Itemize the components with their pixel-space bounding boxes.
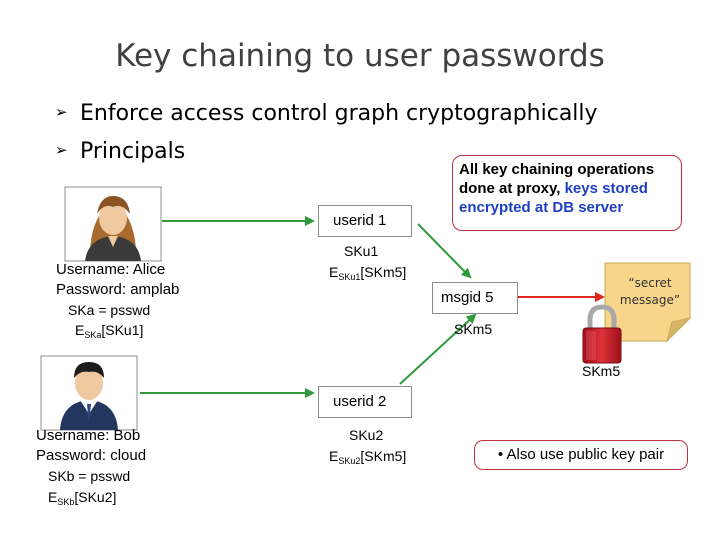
arrow-bullet-icon: ➢ [55, 141, 68, 159]
bob-username: Username: Bob [36, 427, 141, 444]
alice-avatar [64, 186, 162, 262]
public-key-note: • Also use public key pair [474, 440, 688, 470]
user2-encrypted-key: ESKu2[SKm5] [329, 448, 407, 466]
secret-message-text: “secret message” [619, 276, 681, 307]
page-title: Key chaining to user passwords [115, 38, 605, 74]
bob-key: SKb = psswd [48, 468, 131, 484]
alice-username: Username: Alice [56, 261, 166, 278]
callout-highlight: keys stored [564, 180, 648, 197]
user1-key: SKu1 [344, 243, 379, 259]
msg-key: SKm5 [454, 321, 493, 337]
bullet-text: Principals [80, 139, 186, 164]
user1-encrypted-key: ESKu1[SKm5] [329, 264, 407, 282]
msgid-5-node: msgid 5 [432, 282, 518, 314]
callout-line-1: All key chaining operations [459, 161, 655, 178]
bob-encrypted-key: ESKb[SKu2] [48, 489, 117, 507]
arrow-user2-to-msg [399, 313, 477, 385]
bullet-text: Enforce access control graph cryptograph… [80, 101, 598, 126]
userid-1-node: userid 1 [318, 205, 412, 237]
bob-avatar [40, 355, 138, 431]
userid-2-node: userid 2 [318, 386, 412, 418]
bullet-access-control: ➢ Enforce access control graph cryptograp… [55, 101, 598, 126]
alice-password: Password: amplab [56, 281, 180, 298]
lock-icon [582, 304, 622, 364]
arrow-user1-to-msg [417, 223, 472, 279]
lock-key-label: SKm5 [582, 363, 621, 379]
arrow-bullet-icon: ➢ [55, 103, 68, 121]
callout-line-3: encrypted at DB server [459, 199, 624, 216]
alice-encrypted-key: ESKa[SKu1] [75, 322, 144, 340]
bob-password: Password: cloud [36, 447, 147, 464]
proxy-callout: All key chaining operations done at prox… [452, 155, 682, 231]
callout-line-2: done at proxy, keys stored [459, 180, 648, 197]
alice-key: SKa = psswd [68, 302, 151, 318]
bullet-principals: ➢ Principals [55, 139, 185, 164]
user2-key: SKu2 [349, 427, 384, 443]
secret-message-note [604, 262, 692, 343]
